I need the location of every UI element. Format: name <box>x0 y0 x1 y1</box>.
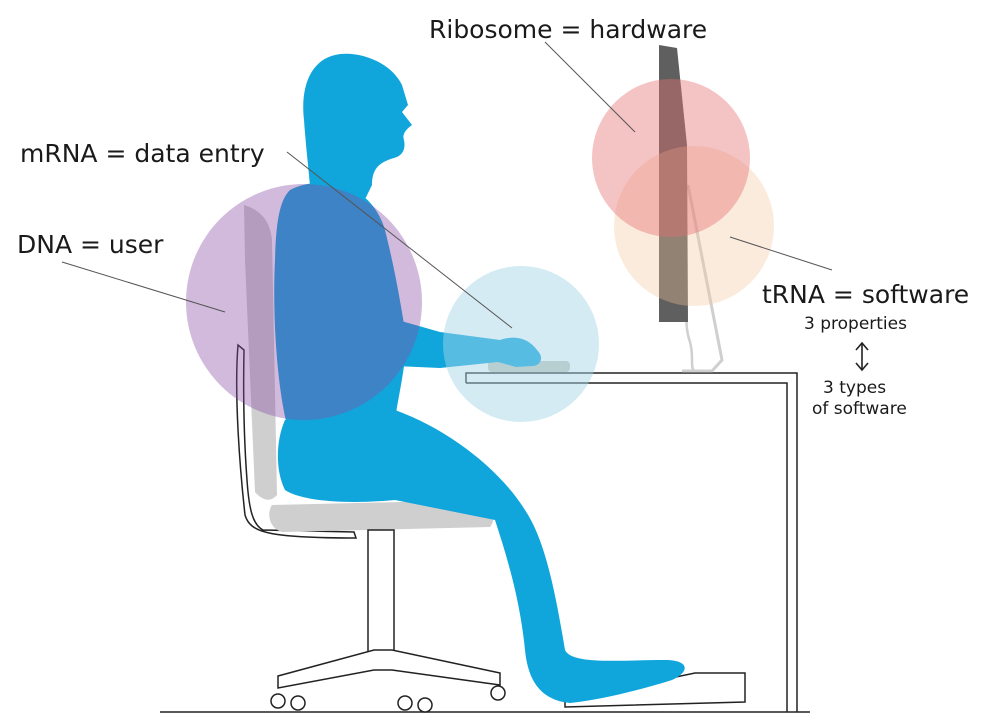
mrna-circle <box>443 266 599 422</box>
types-label-line1: 3 types <box>823 380 886 397</box>
trna-label: tRNA = software <box>762 282 969 307</box>
double-headed-vertical-arrow-icon <box>856 343 868 370</box>
chair-column <box>368 530 394 653</box>
dna-circle <box>186 184 422 420</box>
types-label-line2: of software <box>812 401 907 418</box>
chair-wheels <box>271 686 505 712</box>
dna-label: DNA = user <box>17 232 163 257</box>
properties-label: 3 properties <box>804 316 907 333</box>
ribosome-circle <box>592 79 750 237</box>
chair-base <box>278 650 500 688</box>
ribosome-label: Ribosome = hardware <box>429 17 707 42</box>
ribosome-leader <box>545 42 635 132</box>
mrna-label: mRNA = data entry <box>20 141 265 166</box>
